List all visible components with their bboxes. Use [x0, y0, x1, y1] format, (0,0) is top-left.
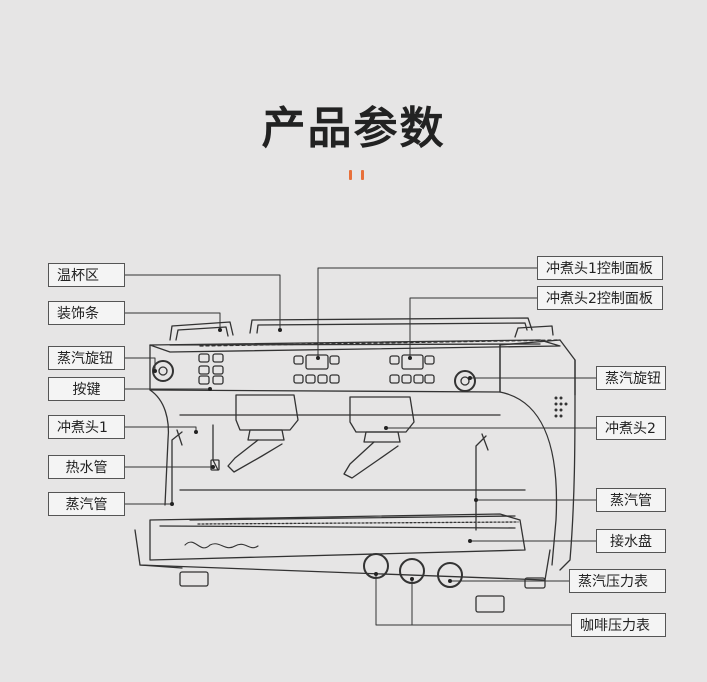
label-group-head-2: 冲煮头2 — [596, 416, 666, 440]
label-group-head-1: 冲煮头1 — [48, 415, 125, 439]
label-steam-knob-right: 蒸汽旋钮 — [596, 366, 666, 390]
label-steam-pipe-right: 蒸汽管 — [596, 488, 666, 512]
label-steam-pipe-left: 蒸汽管 — [48, 492, 125, 516]
label-trim-strip: 装饰条 — [48, 301, 125, 325]
label-panel-1: 冲煮头1控制面板 — [537, 256, 663, 280]
label-steam-gauge: 蒸汽压力表 — [569, 569, 666, 593]
label-warming-area: 温杯区 — [48, 263, 125, 287]
label-coffee-gauge: 咖啡压力表 — [571, 613, 666, 637]
title-accent-right — [361, 170, 364, 180]
label-buttons: 按键 — [48, 377, 125, 401]
label-drip-tray: 接水盘 — [596, 529, 666, 553]
title-accent-left — [349, 170, 352, 180]
page-title: 产品参数 — [261, 103, 446, 154]
label-steam-knob-left: 蒸汽旋钮 — [48, 346, 125, 370]
label-panel-2: 冲煮头2控制面板 — [537, 286, 663, 310]
label-hot-water-pipe: 热水管 — [48, 455, 125, 479]
